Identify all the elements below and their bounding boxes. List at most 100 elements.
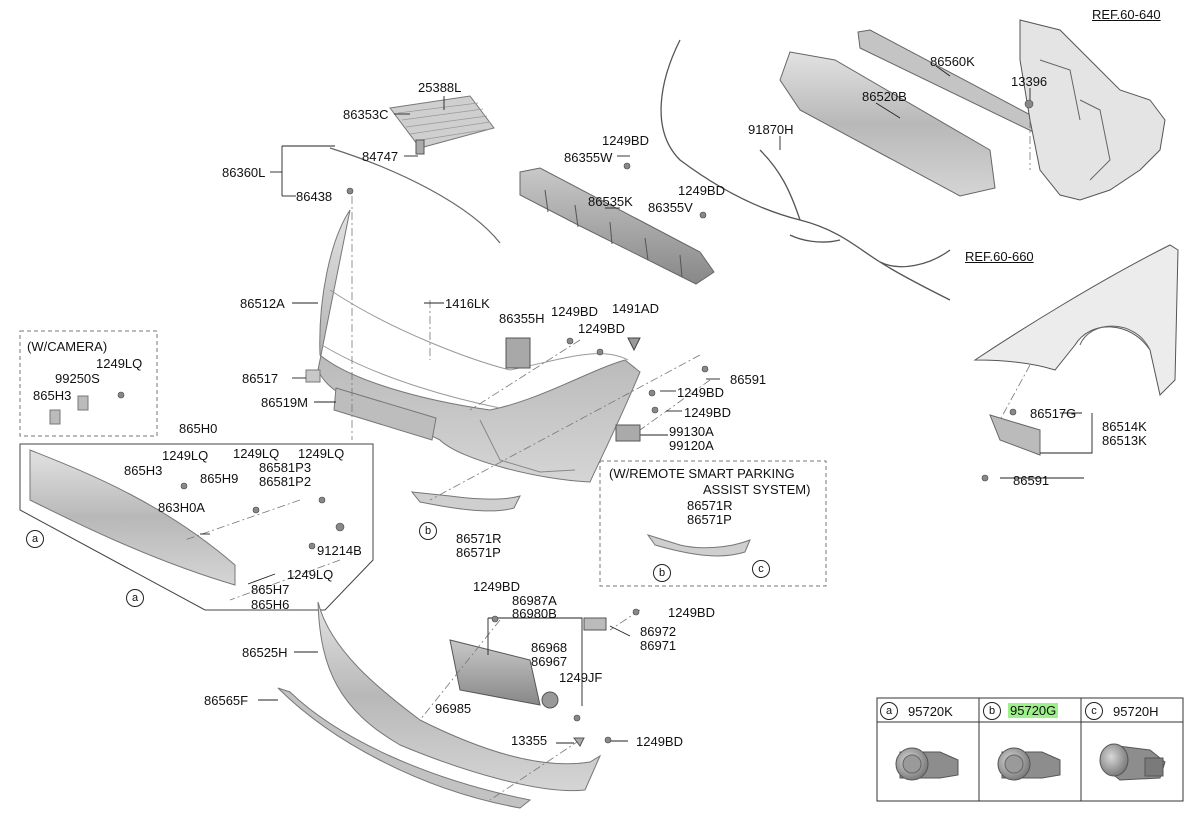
part-label[interactable]: 86581P2: [259, 474, 312, 489]
part-label[interactable]: 86520B: [862, 89, 907, 104]
part-label[interactable]: 86353C: [343, 107, 389, 122]
sensor-legend-table: [876, 697, 1184, 802]
part-label[interactable]: 1249BD: [678, 183, 725, 198]
camera-clip-a: [49, 409, 61, 425]
callout-c[interactable]: c: [752, 560, 770, 578]
part-label[interactable]: 86591: [730, 372, 767, 387]
legend-part-a[interactable]: 95720K: [908, 704, 953, 719]
part-label[interactable]: 865H3: [124, 463, 163, 478]
part-label[interactable]: 86355V: [648, 200, 693, 215]
part-label[interactable]: 865H3: [33, 388, 72, 403]
part-label[interactable]: 91214B: [317, 543, 362, 558]
camera-group-caption: (W/CAMERA): [27, 339, 108, 354]
callout-a[interactable]: a: [126, 589, 144, 607]
part-label[interactable]: 86438: [296, 189, 333, 204]
legend-part-b-highlighted[interactable]: 95720G: [1008, 703, 1059, 718]
part-label[interactable]: 86571R: [456, 531, 502, 546]
part-label[interactable]: 86535K: [588, 194, 633, 209]
part-label[interactable]: 86980B: [512, 606, 557, 621]
part-label[interactable]: 86987A: [512, 593, 557, 608]
part-label[interactable]: 86560K: [930, 54, 975, 69]
part-label[interactable]: 86519M: [261, 395, 308, 410]
sensor-ring: [541, 691, 559, 709]
part-label[interactable]: 86591: [1013, 473, 1050, 488]
part-label[interactable]: 25388L: [418, 80, 462, 95]
callout-b[interactable]: b: [653, 564, 671, 582]
license-plate-bracket: [333, 387, 437, 441]
part-label[interactable]: 1249LQ: [96, 356, 143, 371]
part-label[interactable]: 86571P: [687, 512, 732, 527]
part-label[interactable]: 863H0A: [158, 500, 205, 515]
part-label[interactable]: 86517G: [1030, 406, 1077, 421]
clip-84747: [415, 139, 425, 155]
strip-group-box: [19, 443, 374, 611]
part-label[interactable]: 86571R: [687, 498, 733, 513]
part-label[interactable]: 13355: [511, 733, 548, 748]
energy-absorber: [779, 51, 996, 197]
sensor-a-image: [895, 747, 959, 781]
side-trim-left: [410, 491, 521, 512]
part-label[interactable]: 1249BD: [684, 405, 731, 420]
part-label[interactable]: 1249LQ: [287, 567, 334, 582]
front-panel-assembly: [1019, 19, 1166, 201]
part-label[interactable]: 1249BD: [551, 304, 598, 319]
clip-1491AD: [627, 337, 641, 352]
part-label[interactable]: 1249BD: [473, 579, 520, 594]
parking-group-box: [599, 460, 827, 587]
part-label[interactable]: 13396: [1011, 74, 1048, 89]
part-label[interactable]: 86565F: [204, 693, 249, 708]
skid-plate: [277, 687, 532, 809]
front-bumper-cover: [317, 209, 641, 483]
part-label[interactable]: 86581P3: [259, 460, 312, 475]
part-label[interactable]: 1249BD: [578, 321, 625, 336]
part-label[interactable]: 91870H: [748, 122, 794, 137]
part-label[interactable]: 86513K: [1102, 433, 1147, 448]
part-label[interactable]: 86571P: [456, 545, 501, 560]
part-label[interactable]: 1249LQ: [298, 446, 345, 461]
ref-label-60-660[interactable]: REF.60-660: [965, 249, 1034, 264]
part-label[interactable]: 865H6: [251, 597, 290, 612]
sensor-b-image: [997, 747, 1061, 781]
part-label[interactable]: 865H9: [200, 471, 239, 486]
part-label[interactable]: 1249BD: [677, 385, 724, 400]
part-label[interactable]: 1416LK: [445, 296, 490, 311]
lower-bumper-cover: [317, 601, 602, 792]
part-label[interactable]: 86514K: [1102, 419, 1147, 434]
callout-a[interactable]: a: [26, 530, 44, 548]
part-label[interactable]: 99250S: [55, 371, 100, 386]
part-label[interactable]: 865H0: [179, 421, 218, 436]
part-label[interactable]: 1249BD: [636, 734, 683, 749]
sensor-c-image: [1099, 743, 1166, 781]
part-label[interactable]: 865H7: [251, 582, 290, 597]
ref-label-60-640[interactable]: REF.60-640: [1092, 7, 1161, 22]
wiring-harness: [660, 39, 951, 301]
part-label[interactable]: 1491AD: [612, 301, 659, 316]
part-label[interactable]: 86360L: [222, 165, 266, 180]
parking-group-caption-1: (W/REMOTE SMART PARKING: [609, 466, 795, 481]
parking-group-caption-2: ASSIST SYSTEM): [703, 482, 811, 497]
callout-b[interactable]: b: [419, 522, 437, 540]
part-label[interactable]: 1249LQ: [233, 446, 280, 461]
part-label[interactable]: 1249LQ: [162, 448, 209, 463]
part-label[interactable]: 1249JF: [559, 670, 603, 685]
part-label[interactable]: 1249BD: [668, 605, 715, 620]
part-label[interactable]: 86355H: [499, 311, 545, 326]
part-label[interactable]: 86971: [640, 638, 677, 653]
part-label[interactable]: 96985: [435, 701, 472, 716]
part-label[interactable]: 86355W: [564, 150, 613, 165]
legend-letter-a: a: [880, 702, 898, 720]
camera-group-box: [19, 330, 158, 437]
part-label[interactable]: 84747: [362, 149, 399, 164]
legend-part-c[interactable]: 95720H: [1113, 704, 1159, 719]
part-label[interactable]: 86525H: [242, 645, 288, 660]
side-trim-parking: [646, 534, 751, 557]
part-label[interactable]: 86517: [242, 371, 279, 386]
part-label[interactable]: 99130A: [669, 424, 714, 439]
part-label[interactable]: 99120A: [669, 438, 714, 453]
part-label[interactable]: 86968: [531, 640, 568, 655]
part-label[interactable]: 86967: [531, 654, 568, 669]
fender-bracket: [989, 414, 1041, 456]
part-label[interactable]: 86972: [640, 624, 677, 639]
part-label[interactable]: 1249BD: [602, 133, 649, 148]
part-label[interactable]: 86512A: [240, 296, 285, 311]
